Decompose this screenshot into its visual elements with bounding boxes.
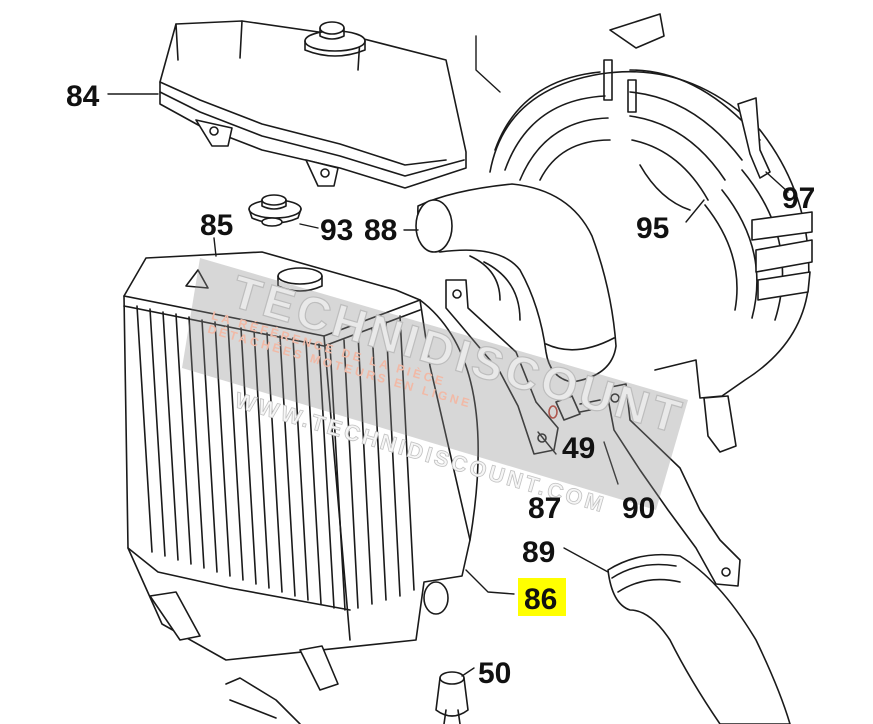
bracket-90-part — [605, 383, 741, 587]
expansion-tank-part — [159, 20, 467, 189]
callout-85: 85 — [200, 209, 233, 242]
callout-95: 95 — [636, 212, 669, 245]
callout-89: 89 — [522, 536, 555, 569]
bracket-part — [737, 97, 771, 179]
callout-87: 87 — [528, 492, 561, 525]
fan-shroud-part — [489, 13, 813, 453]
upper-hose-part — [415, 183, 617, 383]
callout-90: 90 — [622, 492, 655, 525]
callout-93: 93 — [320, 214, 353, 247]
leader-lines — [107, 35, 789, 677]
callout-97: 97 — [782, 182, 815, 215]
callout-49: 49 — [562, 432, 595, 465]
callout-highlight — [518, 578, 566, 616]
callout-88: 88 — [364, 214, 397, 247]
callout-50: 50 — [478, 657, 511, 690]
bracket-87-part — [445, 279, 559, 455]
cap-part — [248, 194, 302, 227]
rubber-mount-part — [435, 671, 469, 724]
callout-86: 86 — [524, 583, 557, 616]
sensor-part — [548, 395, 601, 421]
radiator-part — [123, 251, 479, 724]
callout-84: 84 — [66, 80, 100, 113]
lower-hose-part — [607, 553, 791, 724]
